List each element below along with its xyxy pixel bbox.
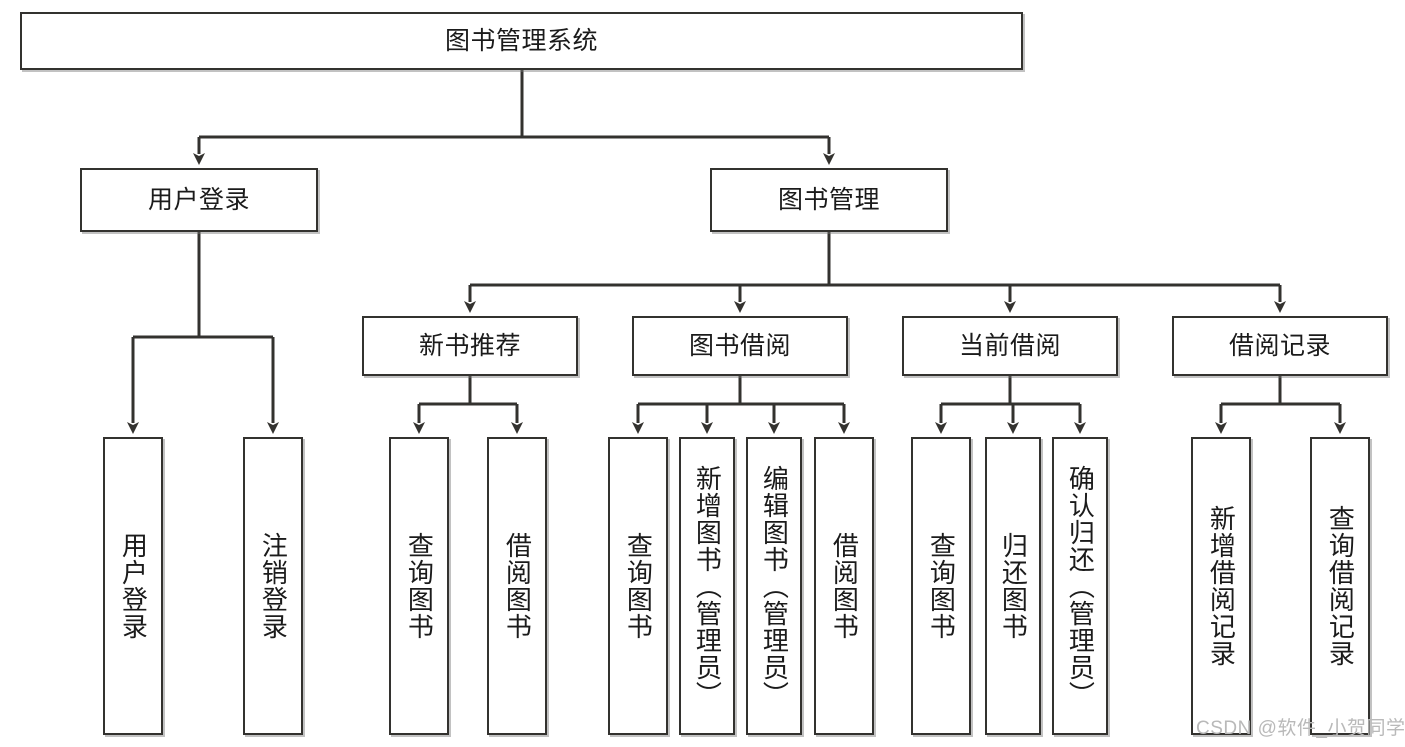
leaf-query-book-borrow-label: 查询图书 [623, 532, 654, 640]
node-book-management[interactable]: 图书管理 [710, 168, 948, 232]
leaf-query-book-new-label: 查询图书 [404, 532, 435, 640]
leaf-query-borrow-record-label: 查询借阅记录 [1325, 505, 1356, 667]
leaf-confirm-return-admin[interactable]: 确认归还（管理员） [1052, 437, 1108, 735]
leaf-query-book-borrow[interactable]: 查询图书 [608, 437, 668, 735]
node-new-book-recommend-label: 新书推荐 [418, 331, 521, 360]
leaf-return-book-label: 归还图书 [998, 532, 1029, 640]
node-book-borrow[interactable]: 图书借阅 [632, 316, 848, 376]
node-root[interactable]: 图书管理系统 [20, 12, 1023, 70]
leaf-borrow-book-new[interactable]: 借阅图书 [487, 437, 547, 735]
leaf-query-book-new[interactable]: 查询图书 [389, 437, 449, 735]
node-book-borrow-label: 图书借阅 [688, 331, 791, 360]
node-new-book-recommend[interactable]: 新书推荐 [362, 316, 578, 376]
node-borrow-record-label: 借阅记录 [1228, 331, 1331, 360]
leaf-borrow-book-new-label: 借阅图书 [502, 532, 533, 640]
node-root-label: 图书管理系统 [444, 26, 598, 55]
watermark-text: CSDN @软件_小贺同学 [1196, 718, 1405, 739]
leaf-confirm-return-admin-label: 确认归还（管理员） [1065, 464, 1096, 708]
leaf-add-book-admin-label: 新增图书（管理员） [692, 464, 723, 708]
leaf-user-login-label: 用户登录 [118, 532, 149, 640]
leaf-return-book[interactable]: 归还图书 [985, 437, 1041, 735]
leaf-query-book-current-label: 查询图书 [926, 532, 957, 640]
leaf-edit-book-admin-label: 编辑图书（管理员） [759, 464, 790, 708]
node-borrow-record[interactable]: 借阅记录 [1172, 316, 1388, 376]
leaf-add-borrow-record[interactable]: 新增借阅记录 [1191, 437, 1251, 735]
leaf-query-book-current[interactable]: 查询图书 [911, 437, 971, 735]
node-user-login[interactable]: 用户登录 [80, 168, 318, 232]
node-current-borrow[interactable]: 当前借阅 [902, 316, 1118, 376]
leaf-borrow-book-label: 借阅图书 [829, 532, 860, 640]
leaf-user-login[interactable]: 用户登录 [103, 437, 163, 735]
leaf-logout-label: 注销登录 [258, 532, 289, 640]
leaf-edit-book-admin[interactable]: 编辑图书（管理员） [746, 437, 802, 735]
leaf-add-book-admin[interactable]: 新增图书（管理员） [679, 437, 735, 735]
node-book-management-label: 图书管理 [777, 185, 880, 214]
leaf-add-borrow-record-label: 新增借阅记录 [1206, 505, 1237, 667]
leaf-borrow-book[interactable]: 借阅图书 [814, 437, 874, 735]
leaf-query-borrow-record[interactable]: 查询借阅记录 [1310, 437, 1370, 735]
leaf-logout[interactable]: 注销登录 [243, 437, 303, 735]
node-current-borrow-label: 当前借阅 [958, 331, 1061, 360]
node-user-login-label: 用户登录 [147, 185, 250, 214]
